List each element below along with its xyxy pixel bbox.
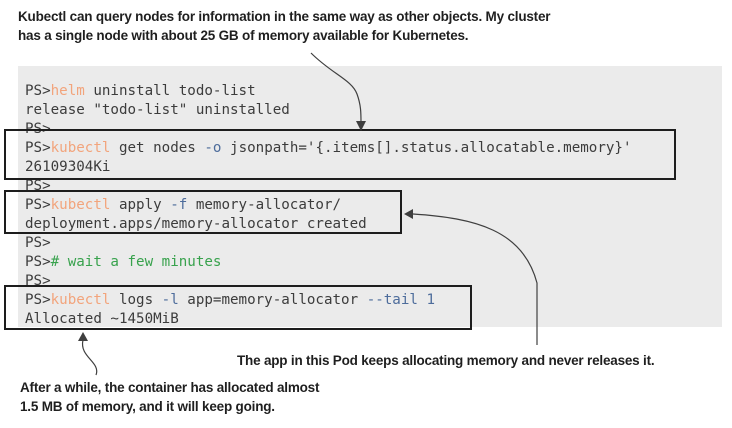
terminal-text-segment: -o [204,140,222,156]
terminal-text-segment: kubectl [50,197,111,213]
terminal-text-segment: 26109304Ki [25,159,111,175]
terminal-line: release "todo-list" uninstalled [25,101,631,120]
terminal-text-segment: -l [161,292,179,308]
annotation-right-line1: The app in this Pod keeps allocating mem… [237,353,655,368]
arrowhead-up-icon [78,332,88,341]
terminal-text-segment: -f [170,197,188,213]
terminal-line: deployment.apps/memory-allocator created [25,215,631,234]
terminal-text-segment: # wait a few minutes [50,254,222,270]
terminal-text-segment: PS> [25,197,51,213]
terminal-text-segment: uninstall todo-list [84,83,256,99]
arrow-bottom-to-logs-box [78,332,98,376]
terminal-text-segment: PS> [25,235,51,251]
terminal-text-segment: logs [110,292,162,308]
terminal-text-segment: release "todo-list" uninstalled [25,102,290,118]
terminal-line: PS>kubectl logs -l app=memory-allocator … [25,291,631,310]
terminal-text-segment: PS> [25,254,51,270]
terminal-line: PS> [25,234,631,253]
terminal-line: PS># wait a few minutes [25,253,631,272]
annotation-top-line2: has a single node with about 25 GB of me… [18,28,469,43]
highlight-box-logs [4,285,472,330]
terminal-line: PS>kubectl apply -f memory-allocator/ [25,196,631,215]
annotation-top: Kubectl can query nodes for information … [18,7,551,45]
terminal-line: PS>helm uninstall todo-list [25,82,631,101]
terminal-text-segment: get nodes [110,140,205,156]
terminal-text-segment: app=memory-allocator [178,292,367,308]
highlight-box-get-nodes [4,129,676,180]
terminal-text-segment: PS> [25,140,51,156]
terminal-text-segment: kubectl [50,140,111,156]
terminal-text-segment: jsonpath='{.items[].status.allocatable.m… [221,140,632,156]
terminal-text-segment: apply [110,197,171,213]
terminal-text-segment: memory-allocator/ [187,197,342,213]
terminal-text-segment: PS> [25,83,51,99]
annotation-bottom-line1: After a while, the container has allocat… [20,380,320,395]
terminal-text-segment: kubectl [50,292,111,308]
terminal-text-segment: deployment.apps/memory-allocator created [25,216,367,232]
annotation-right: The app in this Pod keeps allocating mem… [237,351,655,370]
terminal-text-segment: --tail [366,292,418,308]
annotation-bottom-left: After a while, the container has allocat… [20,378,319,416]
terminal-line: 26109304Ki [25,158,631,177]
highlight-box-apply [4,190,402,234]
terminal-text-segment: helm [50,83,85,99]
terminal-line: PS>kubectl get nodes -o jsonpath='{.item… [25,139,631,158]
terminal-line: Allocated ~1450MiB [25,310,631,329]
annotation-top-line1: Kubectl can query nodes for information … [18,9,551,24]
terminal-text-segment: PS> [25,292,51,308]
annotation-bottom-line2: 1.5 MB of memory, and it will keep going… [20,399,275,414]
terminal-text-segment: Allocated ~1450MiB [25,311,179,327]
